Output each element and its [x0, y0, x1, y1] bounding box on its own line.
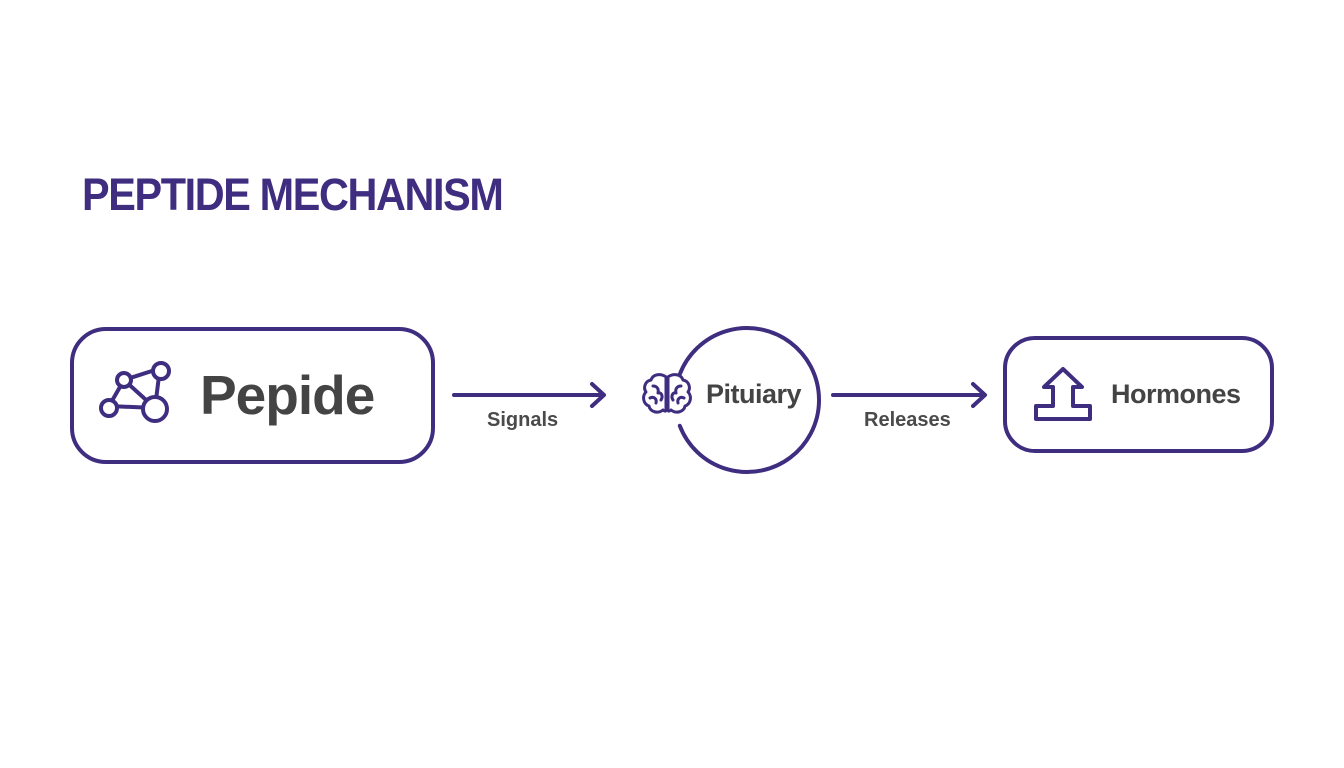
diagram-title: PEPTIDE MECHANISM — [82, 169, 504, 220]
releases-arrow — [831, 382, 987, 408]
hormones-label: Hormones — [1111, 379, 1241, 409]
signals-label: Signals — [487, 409, 559, 431]
brain-icon — [642, 373, 692, 414]
pituitary-label: Pituiary — [706, 379, 802, 409]
molecule-icon — [99, 361, 171, 423]
signals-arrow — [452, 382, 606, 408]
releases-label: Releases — [864, 409, 951, 431]
peptide-label: Pepide — [200, 364, 375, 426]
peptide-node — [70, 327, 435, 464]
hormones-node — [1003, 336, 1274, 453]
pituitary-node — [677, 326, 821, 474]
arrow-up-icon — [1034, 367, 1092, 421]
